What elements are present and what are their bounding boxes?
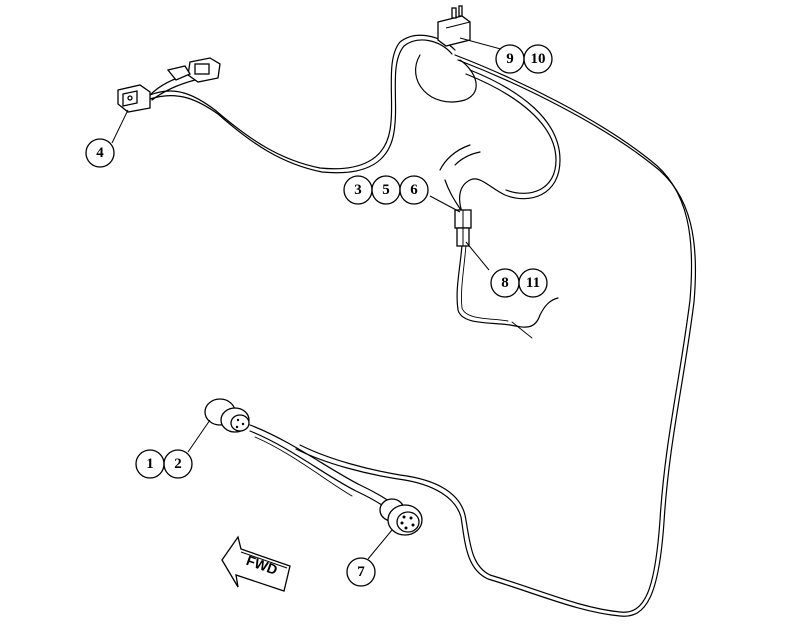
callout-2: 2 bbox=[163, 449, 193, 479]
callout-3: 3 bbox=[343, 175, 373, 205]
svg-text:5: 5 bbox=[382, 182, 390, 198]
callout-1: 1 bbox=[135, 449, 165, 479]
callout-7: 7 bbox=[346, 557, 376, 587]
callout-8: 8 bbox=[490, 268, 520, 298]
harness-wires bbox=[149, 34, 697, 617]
svg-text:4: 4 bbox=[96, 145, 104, 161]
svg-text:3: 3 bbox=[354, 182, 362, 198]
connector-center bbox=[454, 209, 472, 247]
fwd-direction-arrow: FWD bbox=[221, 535, 291, 592]
callout-9: 9 bbox=[495, 44, 525, 74]
svg-text:2: 2 bbox=[174, 456, 182, 472]
svg-text:10: 10 bbox=[531, 51, 546, 67]
svg-text:9: 9 bbox=[506, 51, 514, 67]
round-connector-1-2 bbox=[204, 398, 250, 433]
svg-text:6: 6 bbox=[410, 182, 418, 198]
callout-6: 6 bbox=[399, 175, 429, 205]
relay-9-10 bbox=[437, 5, 471, 47]
callout-5: 5 bbox=[371, 175, 401, 205]
connector-4 bbox=[117, 84, 151, 113]
callout-11: 11 bbox=[518, 268, 548, 298]
callout-10: 10 bbox=[523, 44, 553, 74]
svg-text:8: 8 bbox=[501, 275, 509, 291]
svg-text:7: 7 bbox=[357, 564, 365, 580]
callout-4: 4 bbox=[85, 138, 115, 168]
connector-upper-left bbox=[166, 57, 221, 83]
svg-text:1: 1 bbox=[146, 456, 154, 472]
round-connector-7 bbox=[379, 498, 423, 536]
svg-text:11: 11 bbox=[526, 275, 540, 291]
